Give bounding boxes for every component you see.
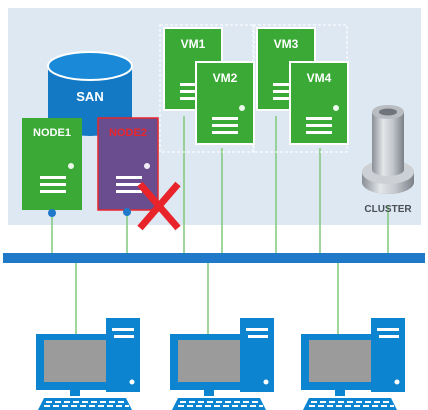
client-pc-1 [36, 318, 140, 410]
node2-server: NODE2 [97, 117, 159, 216]
cluster-icon [362, 105, 414, 194]
vm2-box: VM2 [195, 61, 255, 145]
node2-port [123, 208, 131, 216]
vm4-box: VM4 [289, 61, 349, 145]
cluster-label: CLUSTER [364, 204, 412, 215]
vm3-label: VM3 [274, 37, 299, 51]
upper-links [51, 116, 389, 253]
vm3-box: VM3 [256, 27, 316, 111]
client-pc-2 [170, 318, 274, 410]
network-bus [3, 253, 425, 263]
vm2-label: VM2 [213, 71, 238, 85]
node1-server: NODE1 [22, 118, 82, 217]
client-pc-3 [301, 318, 405, 410]
vm4-label: VM4 [307, 71, 332, 85]
node1-port [48, 209, 56, 217]
client-links [75, 263, 339, 337]
san-label: SAN [76, 89, 103, 104]
node1-label: NODE1 [33, 127, 71, 139]
vm1-label: VM1 [181, 37, 206, 51]
node2-label: NODE2 [109, 127, 147, 139]
vm1-box: VM1 [163, 27, 223, 111]
failure-x-icon [137, 181, 181, 231]
